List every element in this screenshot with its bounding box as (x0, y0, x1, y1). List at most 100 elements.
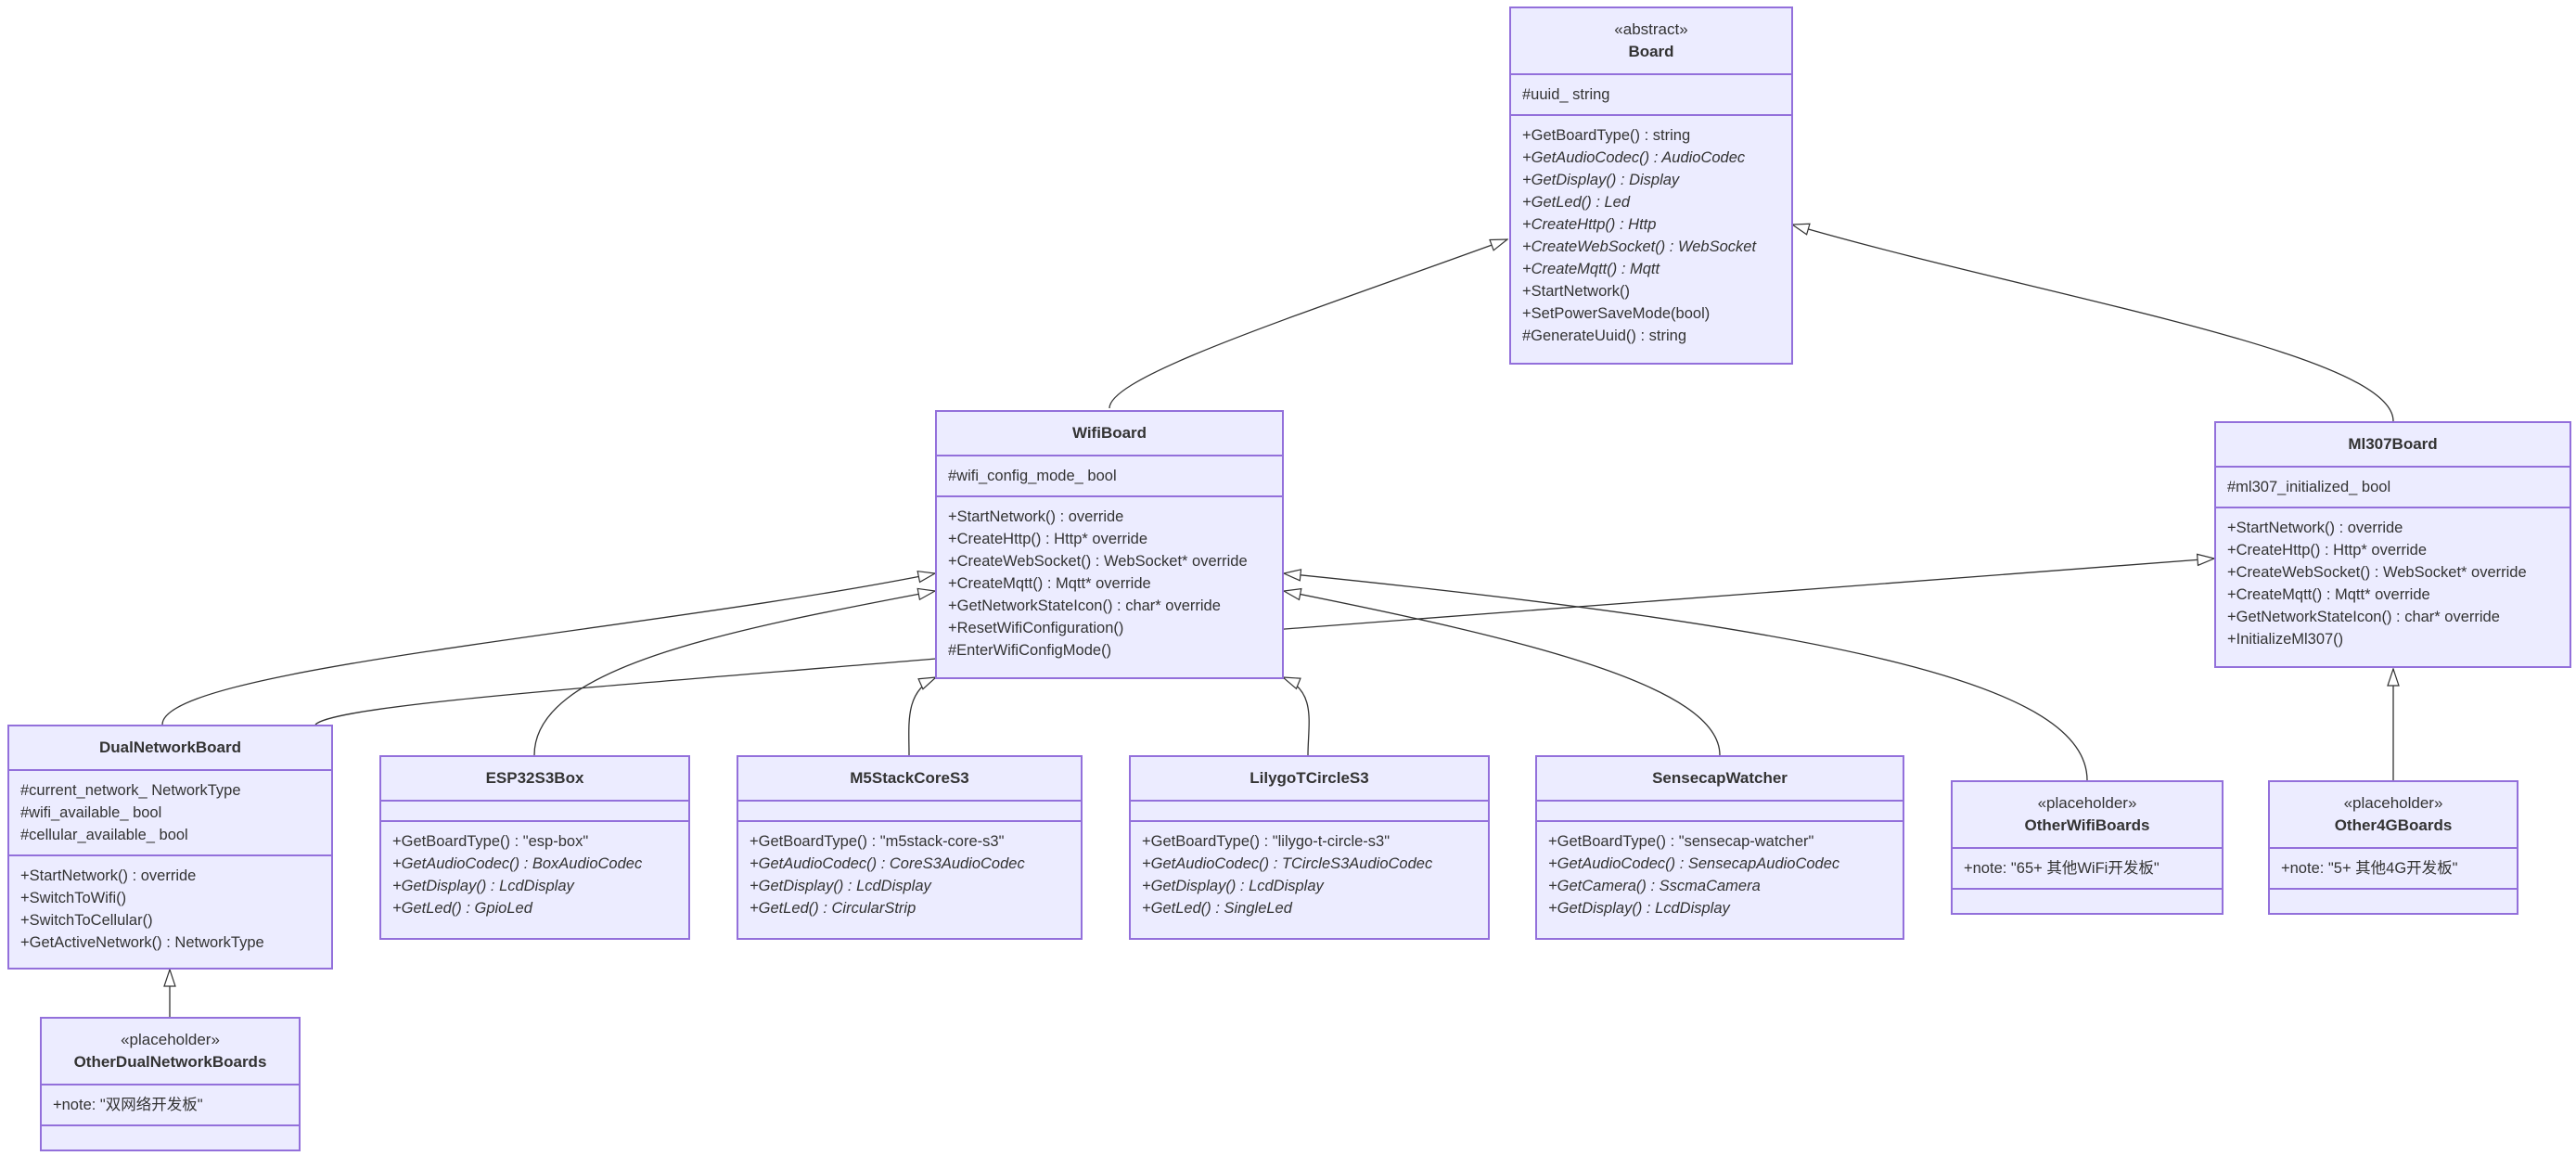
class-dualnetworkboard-header: DualNetworkBoard (9, 726, 331, 771)
edge-m5stackcores3-wifiboard (908, 677, 936, 756)
class-m5stackcores3[interactable]: M5StackCoreS3 +GetBoardType() : "m5stack… (737, 755, 1083, 940)
method: +GetAudioCodec() : BoxAudioCodec (392, 855, 643, 872)
methods-section: +GetBoardType() : "lilygo-t-circle-s3" +… (1131, 822, 1488, 928)
edge-esp32s3box-wifiboard (533, 591, 935, 756)
attributes-section: #ml307_initialized_ bool (2216, 468, 2570, 508)
method: +ResetWifiConfiguration() (948, 620, 1124, 636)
method: +GetBoardType() : "lilygo-t-circle-s3" (1142, 833, 1391, 850)
attribute: #uuid_ string (1522, 86, 1610, 103)
attributes-section (1537, 802, 1903, 822)
attribute: +note: "双网络开发板" (53, 1097, 203, 1113)
methods-section: +StartNetwork() : override +SwitchToWifi… (9, 856, 331, 962)
stereotype-label: «placeholder» (2037, 794, 2137, 812)
class-board[interactable]: «abstract» Board #uuid_ string +GetBoard… (1509, 6, 1793, 365)
methods-section (1953, 890, 2222, 910)
edge-wifiboard-board (1109, 239, 1507, 409)
method: +GetNetworkStateIcon() : char* override (948, 597, 1221, 614)
class-otherwifiboards[interactable]: «placeholder» OtherWifiBoards +note: "65… (1951, 780, 2224, 915)
class-name: ESP32S3Box (485, 769, 584, 787)
attributes-section (1131, 802, 1488, 822)
method: +GetDisplay() : Display (1522, 172, 1680, 188)
method: +GetAudioCodec() : TCircleS3AudioCodec (1142, 855, 1433, 872)
attribute: #wifi_config_mode_ bool (948, 468, 1117, 484)
attributes-section: #wifi_config_mode_ bool (937, 456, 1282, 497)
edge-sensecapwatcher-wifiboard (1284, 591, 1721, 756)
attributes-section: #current_network_ NetworkType #wifi_avai… (9, 771, 331, 856)
attributes-section: +note: "5+ 其他4G开发板" (2270, 849, 2517, 890)
attributes-section (381, 802, 688, 822)
methods-section: +GetBoardType() : "sensecap-watcher" +Ge… (1537, 822, 1903, 928)
attribute: #wifi_available_ bool (20, 804, 162, 821)
method: +StartNetwork() : override (2227, 520, 2403, 536)
class-name: Other4GBoards (2334, 816, 2453, 834)
method: +GetAudioCodec() : CoreS3AudioCodec (750, 855, 1025, 872)
method: +GetActiveNetwork() : NetworkType (20, 934, 264, 951)
methods-section: +StartNetwork() : override +CreateHttp()… (2216, 508, 2570, 659)
class-otherdualnetworkboards[interactable]: «placeholder» OtherDualNetworkBoards +no… (40, 1017, 301, 1151)
attributes-section: #uuid_ string (1511, 75, 1791, 116)
attributes-section: +note: "双网络开发板" (42, 1085, 299, 1126)
edge-ml307board-board (1792, 225, 2394, 422)
stereotype-label: «placeholder» (2343, 794, 2443, 812)
edge-dualnetworkboard-wifiboard (161, 573, 935, 726)
method: +GetBoardType() : "sensecap-watcher" (1548, 833, 1814, 850)
methods-section: +GetBoardType() : "esp-box" +GetAudioCod… (381, 822, 688, 928)
method: +StartNetwork() : override (948, 508, 1124, 525)
method: #GenerateUuid() : string (1522, 328, 1686, 344)
method: +CreateHttp() : Http (1522, 216, 1657, 233)
method: +GetBoardType() : "esp-box" (392, 833, 589, 850)
class-name: Board (1628, 43, 1674, 60)
class-name: OtherWifiBoards (2024, 816, 2150, 834)
edge-otherwifiboards-wifiboard (1284, 573, 2088, 781)
class-sensecapwatcher[interactable]: SensecapWatcher +GetBoardType() : "sense… (1535, 755, 1904, 940)
method: +CreateMqtt() : Mqtt* override (2227, 586, 2430, 603)
methods-section: +StartNetwork() : override +CreateHttp()… (937, 497, 1282, 670)
class-name: LilygoTCircleS3 (1250, 769, 1369, 787)
method: +StartNetwork() : override (20, 867, 197, 884)
method: +CreateWebSocket() : WebSocket* override (2227, 564, 2527, 581)
class-ml307board[interactable]: Ml307Board #ml307_initialized_ bool +Sta… (2214, 421, 2571, 668)
method: +CreateHttp() : Http* override (948, 531, 1148, 547)
class-name: WifiBoard (1071, 424, 1147, 442)
class-board-header: «abstract» Board (1511, 8, 1791, 75)
stereotype-label: «abstract» (1614, 20, 1688, 38)
method: +GetDisplay() : LcdDisplay (1548, 900, 1730, 917)
method: +StartNetwork() (1522, 283, 1630, 300)
class-dualnetworkboard[interactable]: DualNetworkBoard #current_network_ Netwo… (7, 725, 333, 970)
stereotype-label: «placeholder» (121, 1031, 220, 1048)
method: +GetNetworkStateIcon() : char* override (2227, 609, 2500, 625)
class-wifiboard[interactable]: WifiBoard #wifi_config_mode_ bool +Start… (935, 410, 1284, 679)
class-lilygotcircles3[interactable]: LilygoTCircleS3 +GetBoardType() : "lilyg… (1129, 755, 1490, 940)
method: +CreateWebSocket() : WebSocket* override (948, 553, 1248, 570)
class-other4gboards-header: «placeholder» Other4GBoards (2270, 782, 2517, 849)
class-otherwifiboards-header: «placeholder» OtherWifiBoards (1953, 782, 2222, 849)
method: #EnterWifiConfigMode() (948, 642, 1112, 659)
method: +CreateMqtt() : Mqtt (1522, 261, 1660, 277)
class-lilygotcircles3-header: LilygoTCircleS3 (1131, 757, 1488, 802)
method: +SwitchToWifi() (20, 890, 127, 906)
method: +GetDisplay() : LcdDisplay (750, 878, 931, 894)
class-ml307board-header: Ml307Board (2216, 423, 2570, 468)
class-name: M5StackCoreS3 (850, 769, 969, 787)
class-wifiboard-header: WifiBoard (937, 412, 1282, 456)
method: +GetCamera() : SscmaCamera (1548, 878, 1761, 894)
method: +CreateMqtt() : Mqtt* override (948, 575, 1151, 592)
method: +GetLed() : Led (1522, 194, 1631, 211)
class-name: SensecapWatcher (1652, 769, 1788, 787)
method: +GetDisplay() : LcdDisplay (1142, 878, 1324, 894)
attribute: #ml307_initialized_ bool (2227, 479, 2391, 495)
class-name: OtherDualNetworkBoards (73, 1053, 267, 1071)
class-esp32s3box[interactable]: ESP32S3Box +GetBoardType() : "esp-box" +… (379, 755, 690, 940)
method: +GetAudioCodec() : AudioCodec (1522, 149, 1746, 166)
edge-lilygotcircles3-wifiboard (1283, 677, 1310, 756)
attributes-section: +note: "65+ 其他WiFi开发板" (1953, 849, 2222, 890)
class-other4gboards[interactable]: «placeholder» Other4GBoards +note: "5+ 其… (2268, 780, 2518, 915)
class-otherdualnetworkboards-header: «placeholder» OtherDualNetworkBoards (42, 1019, 299, 1085)
method: +CreateWebSocket() : WebSocket (1522, 238, 1757, 255)
attribute: +note: "65+ 其他WiFi开发板" (1964, 860, 2159, 877)
method: +SetPowerSaveMode(bool) (1522, 305, 1711, 322)
methods-section: +GetBoardType() : "m5stack-core-s3" +Get… (738, 822, 1081, 928)
method: +GetBoardType() : string (1522, 127, 1691, 144)
attribute: #current_network_ NetworkType (20, 782, 241, 799)
class-sensecapwatcher-header: SensecapWatcher (1537, 757, 1903, 802)
